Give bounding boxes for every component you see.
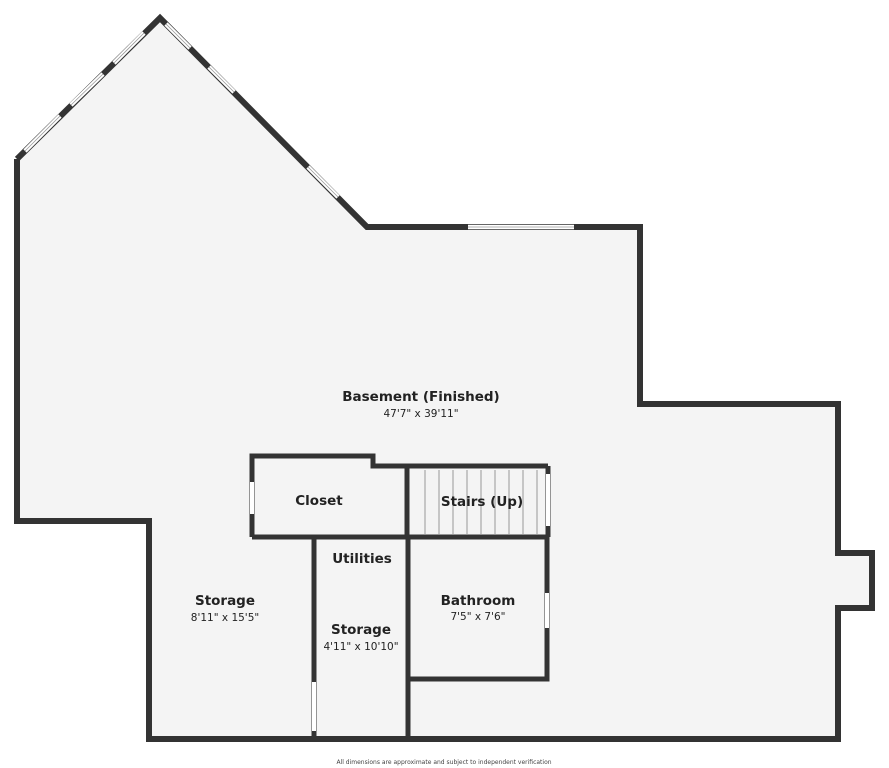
basement-dims: 47'7" x 39'11": [383, 408, 458, 420]
closet-label: Closet: [295, 493, 343, 509]
storage-small-label: Storage: [331, 622, 391, 638]
window: [306, 165, 340, 199]
window: [23, 114, 62, 153]
utilities-label: Utilities: [332, 551, 392, 567]
floor-area: [17, 18, 872, 739]
basement-label: Basement (Finished): [342, 389, 499, 405]
window: [112, 31, 146, 65]
window: [164, 22, 192, 50]
exterior-wall: [14, 13, 875, 742]
bathroom-label: Bathroom: [441, 593, 516, 609]
window: [69, 72, 105, 107]
stair-treads: [424, 470, 538, 534]
window: [207, 65, 236, 94]
bathroom-wall: [408, 537, 550, 682]
storage-small-dims: 4'11" x 10'10": [323, 641, 398, 653]
windows: [23, 22, 574, 230]
stairs-label: Stairs (Up): [441, 494, 523, 510]
footer-note: All dimensions are approximate and subje…: [336, 759, 551, 766]
storage-large-label: Storage: [195, 593, 255, 609]
bathroom-dims: 7'5" x 7'6": [450, 611, 505, 623]
storage-large-dims: 8'11" x 15'5": [191, 612, 259, 624]
